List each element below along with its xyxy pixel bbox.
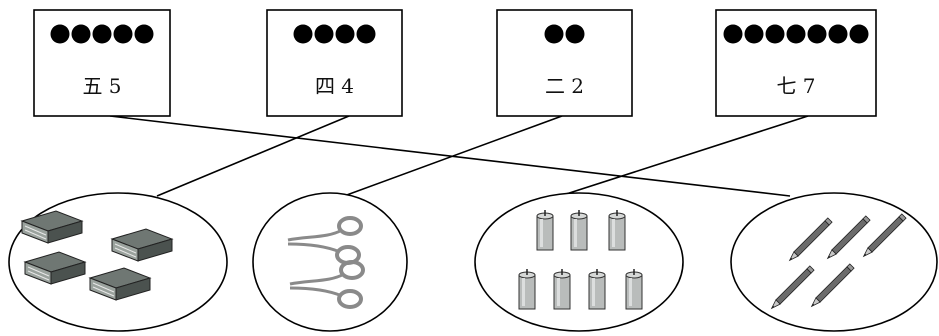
candle-icon	[553, 268, 571, 310]
connection-line	[156, 115, 350, 197]
count-dot	[765, 24, 785, 44]
candle-icon	[518, 268, 536, 310]
card-label: 二 2	[545, 74, 584, 98]
object-group-scissors	[252, 192, 408, 332]
group-ellipse	[730, 192, 938, 332]
group-ellipse	[252, 192, 408, 332]
number-card: 四 4	[266, 9, 403, 117]
number-card: 五 5	[33, 9, 171, 117]
count-dot	[744, 24, 764, 44]
count-dot	[314, 24, 334, 44]
count-dot	[92, 24, 112, 44]
connection-line	[109, 115, 791, 197]
object-group-candle	[474, 192, 684, 332]
count-dot	[50, 24, 70, 44]
card-frame	[496, 9, 633, 117]
count-dot	[723, 24, 743, 44]
connection-lines	[109, 115, 809, 197]
candle-icon	[625, 268, 643, 310]
count-dot	[828, 24, 848, 44]
count-dot	[71, 24, 91, 44]
count-dot	[335, 24, 355, 44]
count-dot	[807, 24, 827, 44]
number-card: 七 7	[715, 9, 877, 117]
count-dot	[113, 24, 133, 44]
card-label: 七 7	[776, 74, 815, 98]
number-cards: 五 5 四 4 二 2 七 7	[33, 9, 877, 117]
card-frame	[266, 9, 403, 117]
object-group-book	[8, 192, 228, 332]
count-dot	[849, 24, 869, 44]
object-group-pencil	[730, 192, 938, 332]
count-dot	[134, 24, 154, 44]
candle-icon	[608, 209, 626, 251]
count-dot	[356, 24, 376, 44]
candle-icon	[536, 209, 554, 251]
card-label: 五 5	[82, 74, 121, 98]
object-groups	[8, 192, 938, 332]
connection-line	[559, 115, 809, 197]
candle-icon	[570, 209, 588, 251]
card-label: 四 4	[315, 74, 354, 98]
count-dot	[565, 24, 585, 44]
number-card: 二 2	[496, 9, 633, 117]
count-dot	[786, 24, 806, 44]
count-dot	[293, 24, 313, 44]
count-dot	[544, 24, 564, 44]
candle-icon	[588, 268, 606, 310]
connection-line	[343, 115, 563, 197]
